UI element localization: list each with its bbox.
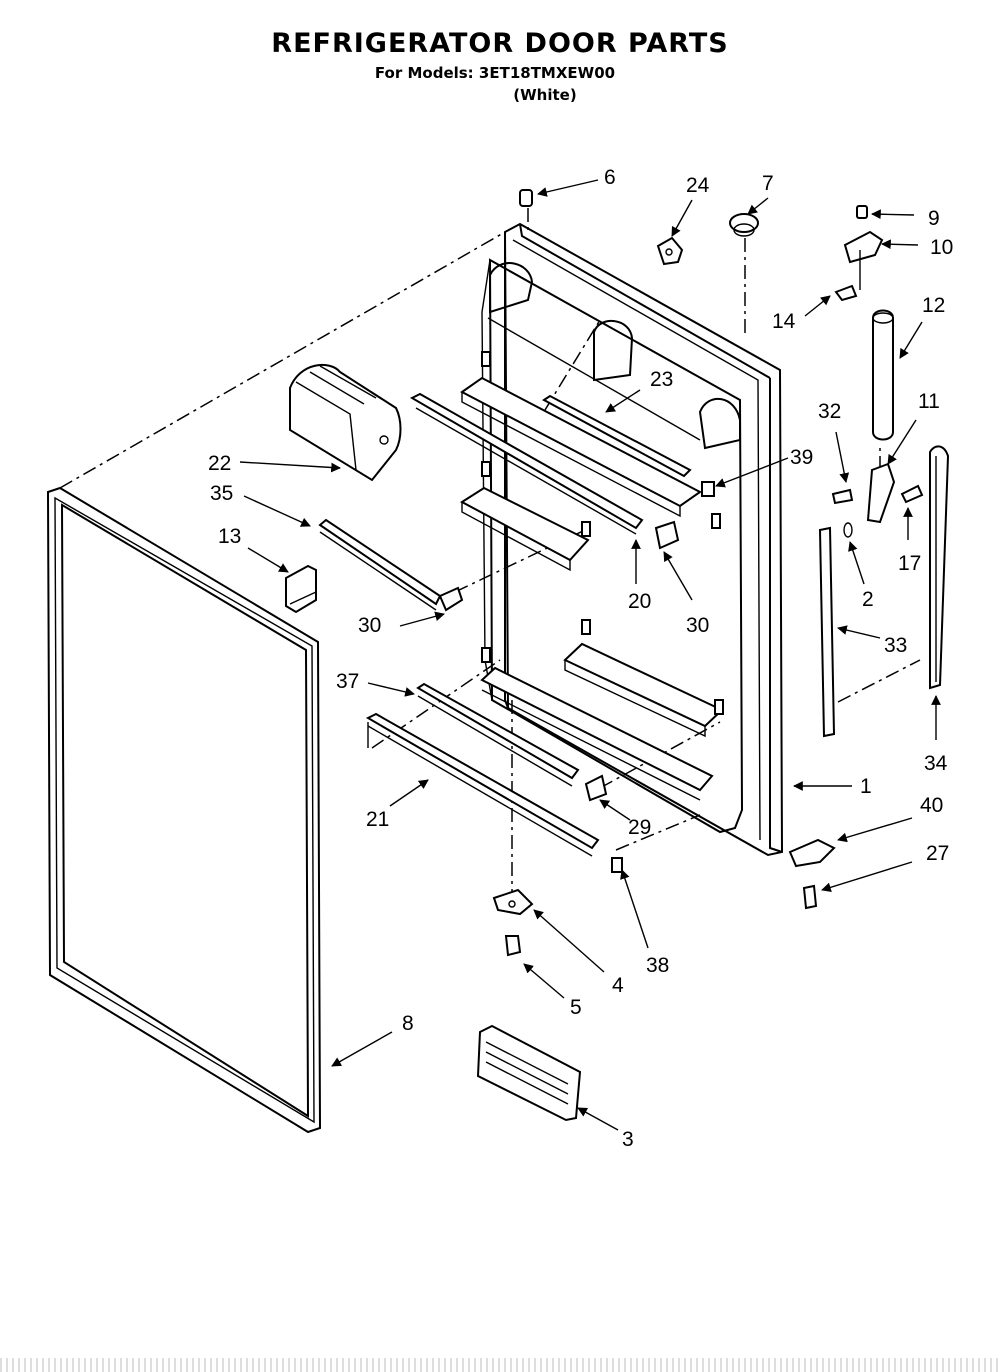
door-liner xyxy=(460,222,784,857)
callout-27: 27 xyxy=(926,842,949,865)
callout-21: 21 xyxy=(366,808,389,831)
callout-3: 3 xyxy=(622,1128,634,1151)
shelf-retainers xyxy=(318,392,692,857)
callout-33: 33 xyxy=(884,634,907,657)
scan-edge xyxy=(0,1358,1000,1372)
callout-4: 4 xyxy=(612,974,624,997)
callout-37: 37 xyxy=(336,670,359,693)
callout-14: 14 xyxy=(772,310,796,333)
callout-34: 34 xyxy=(924,752,948,775)
leader-arrows xyxy=(239,179,941,1131)
callout-13: 13 xyxy=(218,525,241,548)
callout-11: 11 xyxy=(918,390,940,413)
callout-32: 32 xyxy=(818,400,841,423)
page-title: REFRIGERATOR DOOR PARTS xyxy=(271,28,729,59)
dairy-door xyxy=(289,364,402,482)
callout-6: 6 xyxy=(604,166,616,189)
callout-35: 35 xyxy=(210,482,233,505)
callout-30-right: 30 xyxy=(686,614,709,637)
callout-1: 1 xyxy=(860,775,872,798)
callout-40: 40 xyxy=(920,794,943,817)
small-parts xyxy=(285,189,950,1122)
callout-22: 22 xyxy=(208,452,231,475)
color-line: (White) xyxy=(513,86,577,104)
callout-10: 10 xyxy=(930,236,953,259)
callout-8: 8 xyxy=(402,1012,414,1035)
callout-5: 5 xyxy=(570,996,582,1019)
callout-12: 12 xyxy=(922,294,945,317)
callout-38: 38 xyxy=(646,954,669,977)
callout-7: 7 xyxy=(762,172,774,195)
callout-29: 29 xyxy=(628,816,651,839)
callout-labels: 6 24 7 9 10 12 14 23 32 11 39 22 35 13 1… xyxy=(208,166,953,1151)
callout-17: 17 xyxy=(898,552,921,575)
callout-30-left: 30 xyxy=(358,614,381,637)
door-gasket xyxy=(46,486,322,1134)
callout-39: 39 xyxy=(790,446,813,469)
callout-23: 23 xyxy=(650,368,673,391)
model-line: For Models: 3ET18TMXEW00 xyxy=(374,64,616,82)
callout-9: 9 xyxy=(928,207,940,230)
callout-20: 20 xyxy=(628,590,651,613)
callout-2: 2 xyxy=(862,588,874,611)
callout-24: 24 xyxy=(686,174,710,197)
